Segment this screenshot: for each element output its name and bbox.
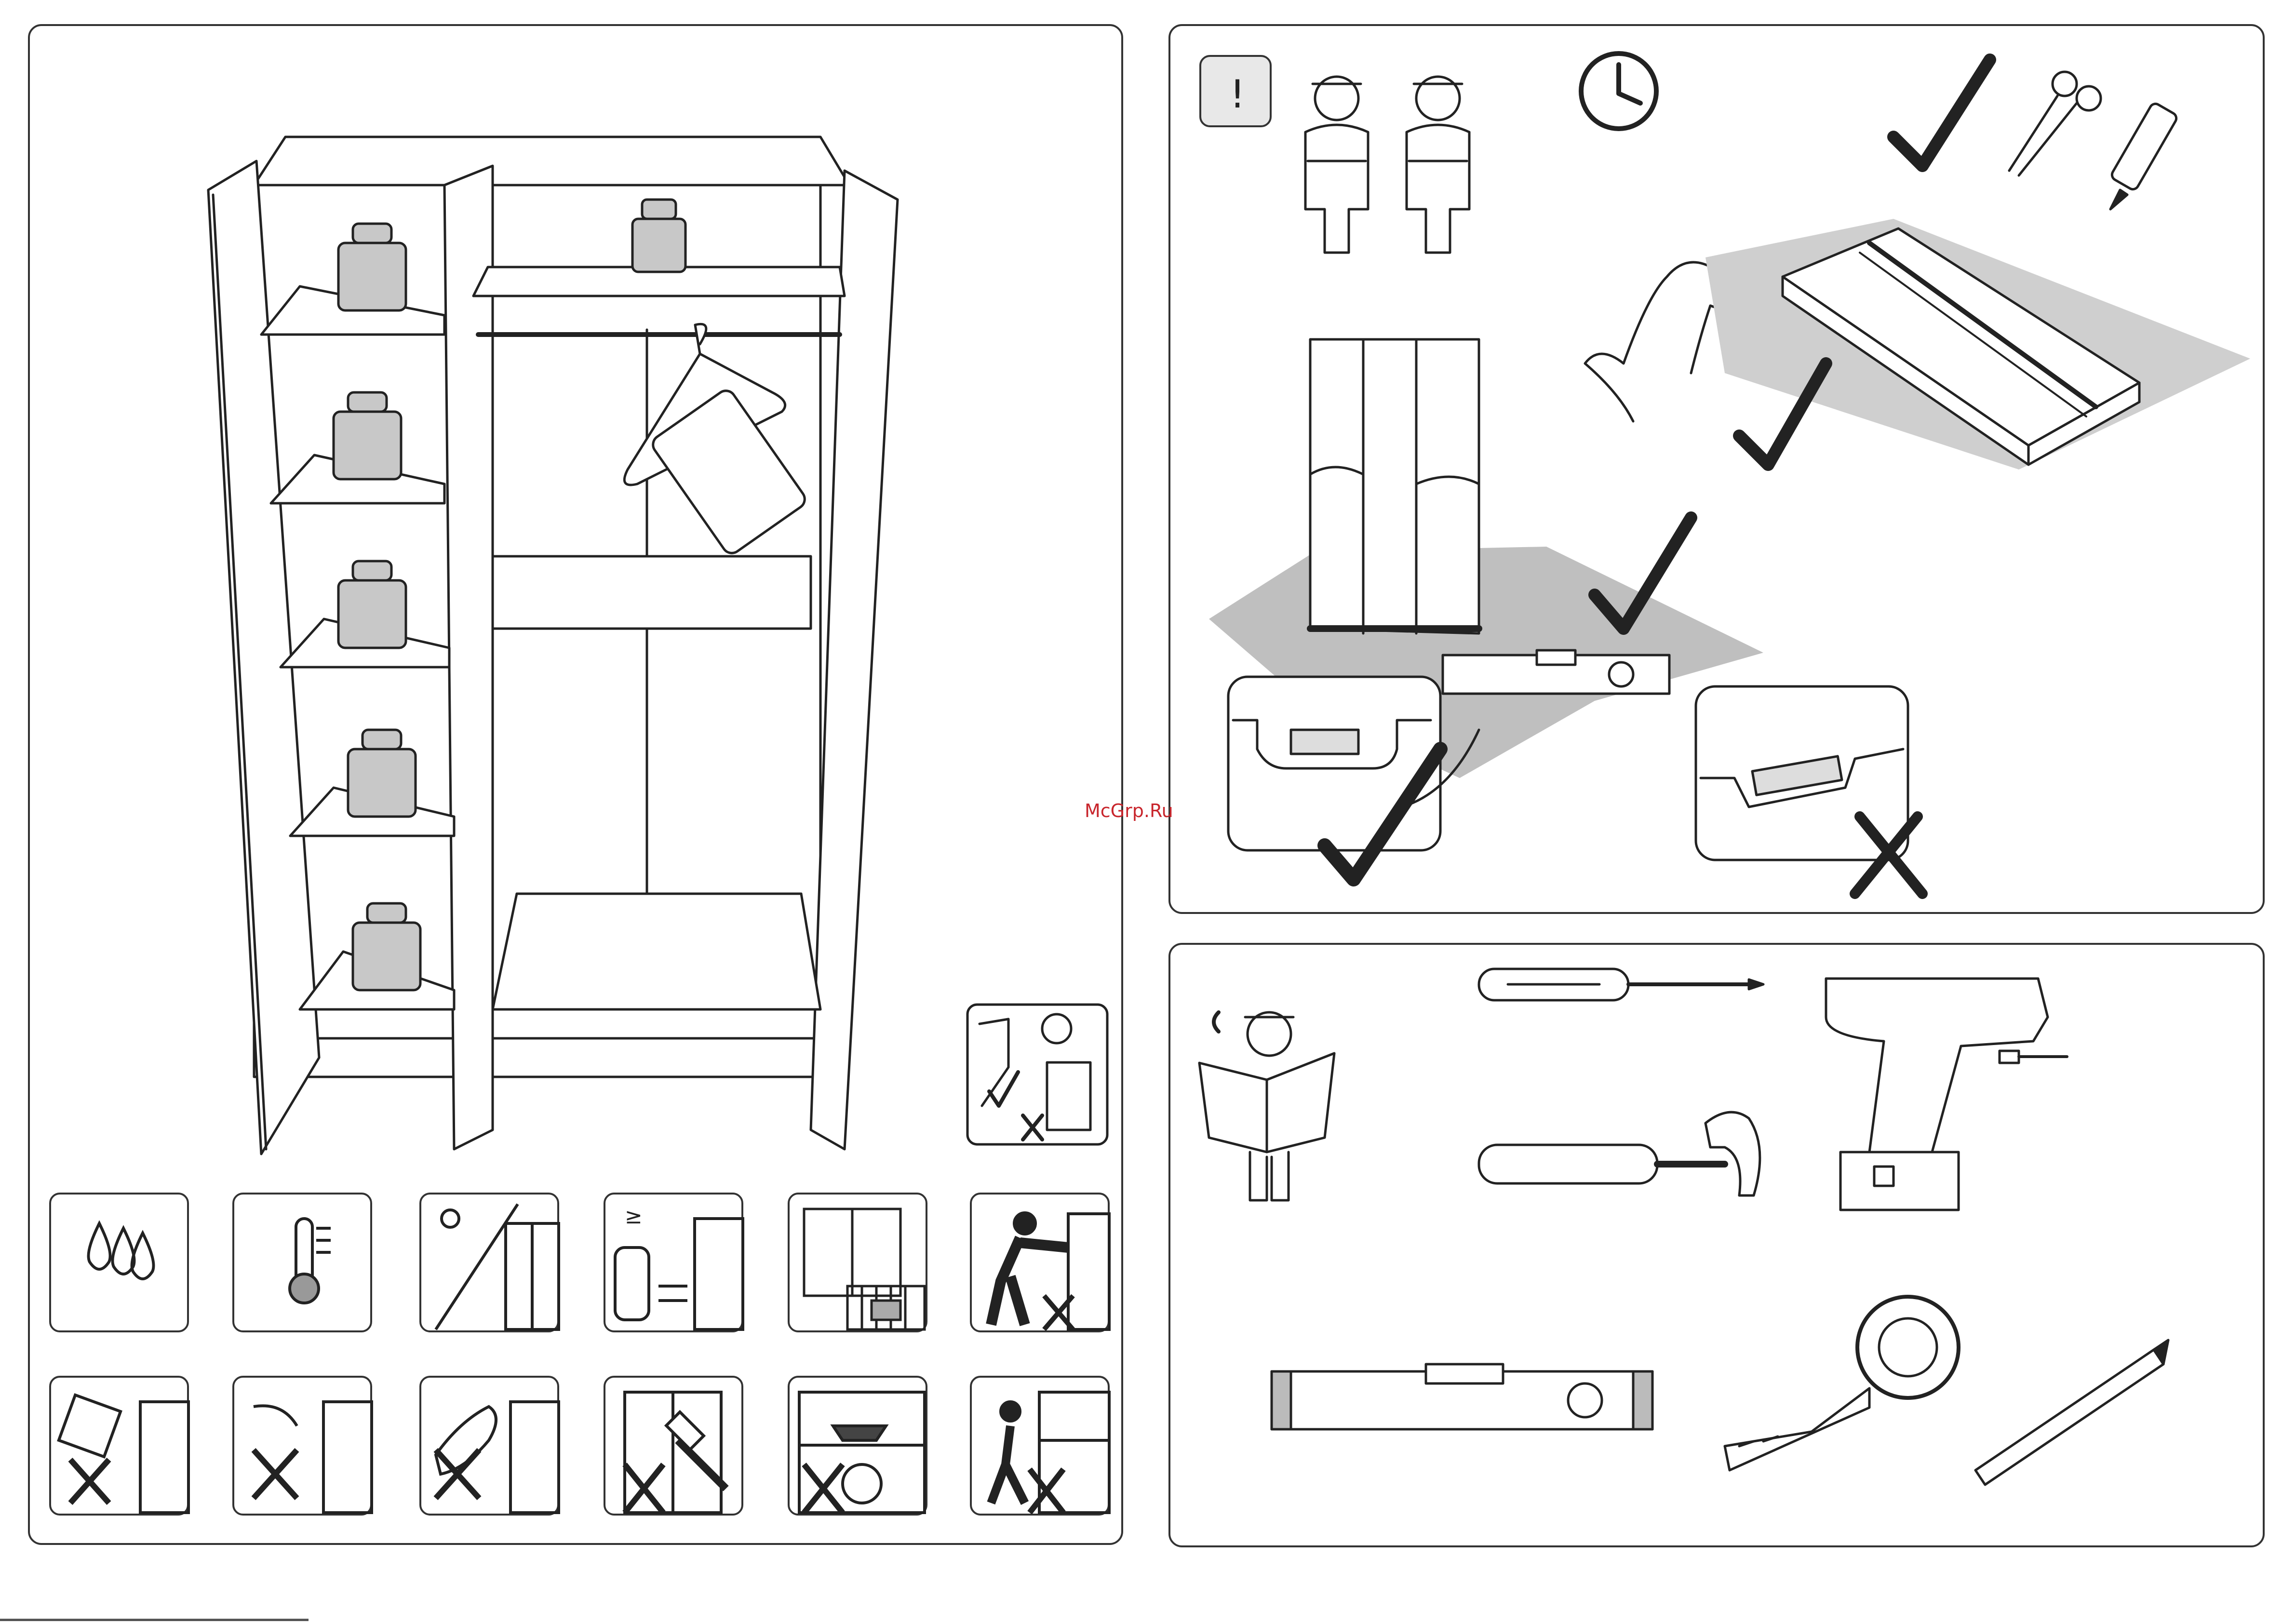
tools-panel <box>1168 943 2265 1547</box>
scissors-icon <box>2009 72 2101 175</box>
screwdriver-icon <box>1479 969 1763 1000</box>
wardrobe-icon <box>208 137 898 1154</box>
drill-bit-icon <box>2000 1051 2067 1063</box>
tape-measure-icon <box>1725 1297 1959 1470</box>
no-chemical-spray-icon <box>232 1376 372 1516</box>
no-climbing-icon <box>970 1376 1110 1516</box>
preparation-illustration <box>1170 26 2267 916</box>
svg-text:≥: ≥ <box>625 1204 643 1229</box>
tools-illustration <box>1170 945 2267 1549</box>
no-wet-cloth-icon <box>419 1376 559 1516</box>
checkmark-icon <box>1893 60 1990 166</box>
person-reading-manual-icon <box>1199 1012 1334 1200</box>
page-footer-rule <box>0 1619 309 1621</box>
clock-icon <box>1581 54 1656 129</box>
two-persons-icon <box>1305 77 1469 253</box>
hammer-icon <box>1479 1112 1760 1195</box>
thermometer-icon <box>232 1193 372 1332</box>
level-ok-inset <box>1228 677 1479 850</box>
utility-knife-icon <box>2110 102 2178 209</box>
pencil-icon <box>1975 1340 2168 1485</box>
spirit-level-icon <box>1272 1364 1652 1429</box>
spirit-level-icon <box>1443 650 1669 694</box>
no-solvent-icon <box>49 1376 189 1516</box>
water-drops-icon <box>49 1193 189 1332</box>
door-alignment-inset <box>967 1005 1107 1144</box>
floor-level-icon <box>788 1193 927 1332</box>
no-hammer-icon <box>604 1376 743 1516</box>
sunlight-icon <box>419 1193 559 1332</box>
preparation-panel: ! <box>1168 24 2265 914</box>
wardrobe-illustration <box>30 26 1125 1547</box>
heater-distance-icon: ≥ <box>604 1193 743 1332</box>
no-heavy-load-icon <box>788 1376 927 1516</box>
watermark: McGrp.Ru <box>1085 800 1173 821</box>
power-drill-icon <box>1826 979 2048 1210</box>
wardrobe-care-panel: ≥ <box>28 24 1123 1545</box>
do-not-push-icon <box>970 1193 1110 1332</box>
